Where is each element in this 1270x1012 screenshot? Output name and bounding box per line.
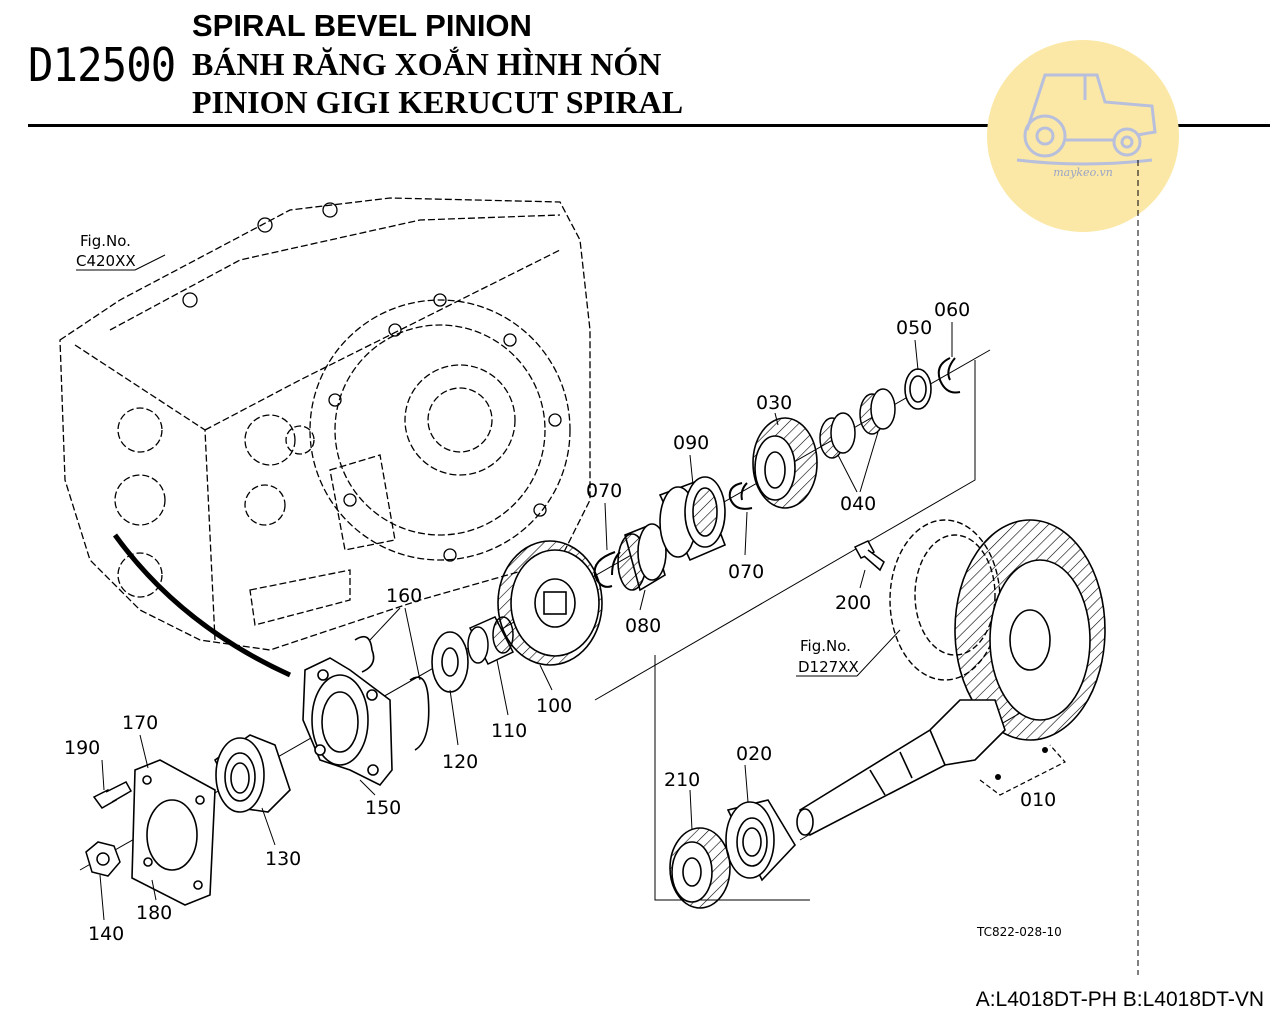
- part-090-coupler: [658, 476, 727, 562]
- part-100-gear: [497, 540, 603, 666]
- label-070-lower: 070: [586, 480, 622, 502]
- label-110: 110: [491, 720, 527, 742]
- part-120-thrust-washer: [431, 631, 469, 693]
- part-160-shims: [354, 635, 430, 751]
- part-labels: 010 020 030 040 050 060 070 070 080 090 …: [64, 299, 1062, 945]
- housing-bolt-holes: [182, 202, 562, 562]
- label-070-upper: 070: [728, 561, 764, 583]
- part-130-bearing: [213, 734, 291, 813]
- label-210: 210: [664, 769, 700, 791]
- label-040: 040: [840, 493, 876, 515]
- label-130: 130: [265, 848, 301, 870]
- label-180: 180: [136, 902, 172, 924]
- label-020: 020: [736, 743, 772, 765]
- part-010-bracket: [979, 744, 1066, 796]
- label-150: 150: [365, 797, 401, 819]
- part-060-circlip: [937, 357, 961, 394]
- drawing-reference: TC822-028-10: [976, 925, 1062, 939]
- part-200-bolt: [853, 540, 885, 572]
- part-050-collar: [904, 368, 932, 410]
- watermark-logo: maykeo.vn: [987, 40, 1179, 232]
- part-040-needle-bearings: [819, 388, 896, 459]
- part-010-pinion-shaft: [796, 699, 1006, 837]
- part-140-nut: [85, 841, 121, 877]
- figure-ref-housing-label: Fig.No.: [80, 232, 131, 250]
- label-200: 200: [835, 592, 871, 614]
- tractor-icon: [1016, 73, 1157, 166]
- part-070-snap-ring-lower: [593, 551, 621, 588]
- part-150-bearing-housing: [302, 657, 393, 787]
- title-indonesian: PINION GIGI KERUCUT SPIRAL: [192, 84, 684, 120]
- part-170-cover-plate: [131, 759, 216, 906]
- part-070-snap-ring-upper: [728, 482, 753, 510]
- label-100: 100: [536, 695, 572, 717]
- watermark-text: maykeo.vn: [1053, 166, 1113, 179]
- part-030-helical-gear: [752, 417, 818, 509]
- label-050: 050: [896, 317, 932, 339]
- assembly-arrow: [112, 533, 292, 678]
- label-140: 140: [88, 923, 124, 945]
- part-020-bearing: [725, 799, 796, 882]
- label-060: 060: [934, 299, 970, 321]
- figure-ref-gear-label: Fig.No.: [800, 637, 851, 655]
- title-english: SPIRAL BEVEL PINION: [192, 8, 532, 43]
- label-080: 080: [625, 615, 661, 637]
- title-vietnamese: BÁNH RĂNG XOẮN HÌNH NÓN: [192, 46, 662, 82]
- figure-ref-gear-number: D127XX: [798, 658, 859, 676]
- label-030: 030: [756, 392, 792, 414]
- part-010-ring-gear: [954, 519, 1106, 741]
- part-190-bolt: [92, 781, 133, 809]
- header-rule: [28, 124, 1270, 127]
- label-090: 090: [673, 432, 709, 454]
- label-120: 120: [442, 751, 478, 773]
- label-160: 160: [386, 585, 422, 607]
- part-080-sleeve: [617, 523, 667, 592]
- label-170: 170: [122, 712, 158, 734]
- leader-lines: [99, 322, 953, 921]
- page-code: D12500: [28, 38, 176, 92]
- part-210-spur-gear: [669, 827, 731, 909]
- applicable-models: A:L4018DT-PH B:L4018DT-VN: [975, 988, 1264, 1011]
- label-190: 190: [64, 737, 100, 759]
- label-010: 010: [1020, 789, 1056, 811]
- figure-ref-housing-number: C420XX: [76, 252, 136, 270]
